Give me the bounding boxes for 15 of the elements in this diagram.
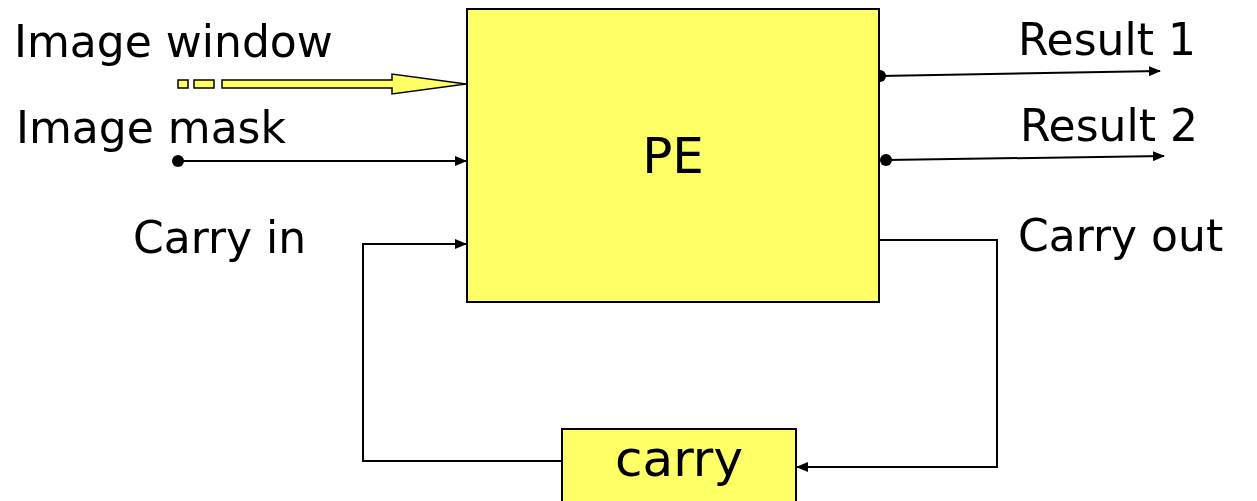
block-arrow	[177, 73, 467, 95]
box-label: PE	[642, 130, 704, 181]
signal-label: Result 2	[1020, 104, 1198, 148]
box-label: carry	[615, 434, 743, 484]
signal-label: Result 1	[1018, 18, 1196, 62]
signal-label: Image window	[14, 20, 333, 64]
arrow	[880, 151, 1165, 166]
signal-label: Image mask	[16, 106, 286, 150]
register-box	[561, 428, 797, 501]
signal-label: Carry in	[133, 216, 307, 260]
arrow	[172, 155, 467, 167]
signal-label: Carry out	[1018, 214, 1224, 258]
arrow	[796, 239, 998, 472]
arrow	[362, 239, 562, 462]
process-box	[466, 8, 880, 303]
